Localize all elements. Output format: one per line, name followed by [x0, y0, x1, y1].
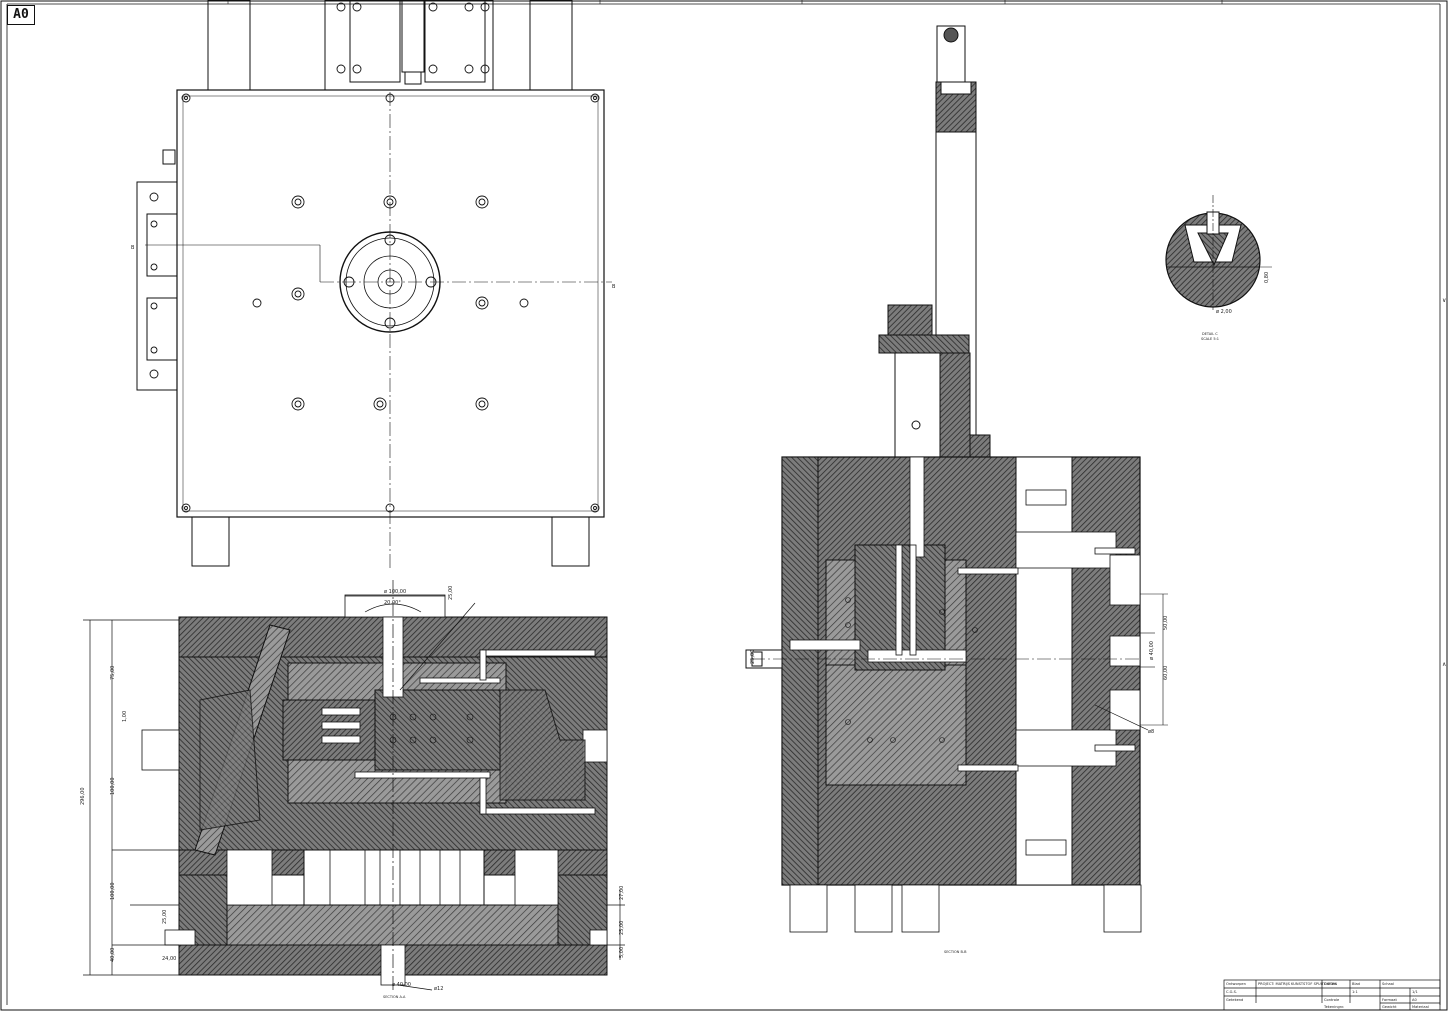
gate-detail-labels: ø 2,00 0,80 DETAIL C SCALE 5:1 [1201, 272, 1270, 341]
svg-text:100,00: 100,00 [110, 883, 116, 901]
svg-text:296,00: 296,00 [80, 788, 86, 806]
side-section-dimensions: ø 40,00 50,00 60,00 ø8 25,00 SECTION B-B [750, 616, 1169, 954]
svg-text:25,00: 25,00 [750, 650, 756, 664]
front-section-view [83, 580, 625, 991]
side-section-view [745, 25, 1168, 933]
svg-text:50,00: 50,00 [1163, 616, 1169, 630]
svg-text:ø12: ø12 [434, 986, 443, 992]
svg-text:24,00: 24,00 [162, 956, 176, 962]
svg-text:Tekeningnr.: Tekeningnr. [1323, 1005, 1344, 1009]
svg-text:∧: ∧ [1442, 661, 1446, 668]
svg-text:25,00: 25,00 [162, 910, 168, 924]
svg-text:25,00: 25,00 [619, 921, 625, 935]
svg-text:20,00°: 20,00° [384, 600, 401, 606]
svg-text:A0: A0 [1412, 998, 1417, 1002]
svg-text:ø 100,00: ø 100,00 [384, 589, 406, 595]
front-section-caption: SECTION A-A [383, 995, 406, 999]
svg-text:Materiaal: Materiaal [1412, 1005, 1429, 1009]
svg-text:0,80: 0,80 [1264, 272, 1270, 283]
top-view-bolt-holes [149, 2, 600, 513]
svg-text:Controle: Controle [1324, 998, 1340, 1002]
svg-text:DETAIL C: DETAIL C [1202, 332, 1218, 336]
sheet-size-label: A0 [7, 5, 35, 25]
svg-text:5,00: 5,00 [619, 947, 625, 958]
svg-text:ø 2,00: ø 2,00 [1216, 309, 1232, 315]
title-block-text: Ontworpen PROJECT: MATRIJS KUNSTSTOF SPU… [1226, 982, 1429, 1009]
svg-text:∨: ∨ [1442, 297, 1446, 304]
top-view [136, 0, 612, 568]
svg-text:Getekend: Getekend [1226, 998, 1243, 1002]
svg-text:40,00: 40,00 [110, 948, 116, 962]
svg-text:1/1: 1/1 [1412, 990, 1418, 994]
svg-text:PROJECT: MATRIJS KUNSTSTOF SPU: PROJECT: MATRIJS KUNSTSTOF SPUITGIETEN [1258, 982, 1337, 986]
svg-text:Schaal: Schaal [1382, 982, 1394, 986]
center-marker-left: B [131, 245, 135, 251]
svg-text:100,00: 100,00 [110, 778, 116, 796]
svg-text:1,00: 1,00 [122, 711, 128, 722]
gate-detail-view [1165, 195, 1272, 310]
svg-text:Datum: Datum [1324, 982, 1337, 986]
svg-text:1:1: 1:1 [1352, 990, 1358, 994]
svg-text:Blad: Blad [1352, 982, 1360, 986]
front-section-dimensions: ø 100,00 20,00° 25,00 296,00 75,00 1,00 … [80, 586, 625, 999]
svg-text:SCALE 5:1: SCALE 5:1 [1201, 337, 1219, 341]
svg-text:C.G.S.: C.G.S. [1226, 990, 1237, 994]
svg-text:ø 40,00: ø 40,00 [1149, 641, 1155, 660]
svg-text:25,00: 25,00 [448, 586, 454, 600]
svg-text:ø8: ø8 [1148, 729, 1154, 735]
svg-text:Gewicht: Gewicht [1382, 1005, 1397, 1009]
side-section-caption: SECTION B-B [944, 950, 967, 954]
svg-text:27,00: 27,00 [619, 886, 625, 900]
title-block [1223, 979, 1441, 1011]
svg-text:Formaat: Formaat [1382, 998, 1397, 1002]
svg-text:ø 40,00: ø 40,00 [392, 982, 411, 988]
center-marker-right: B [612, 284, 616, 290]
svg-text:Ontworpen: Ontworpen [1226, 982, 1246, 986]
svg-text:75,00: 75,00 [110, 666, 116, 680]
svg-text:60,00: 60,00 [1163, 666, 1169, 680]
